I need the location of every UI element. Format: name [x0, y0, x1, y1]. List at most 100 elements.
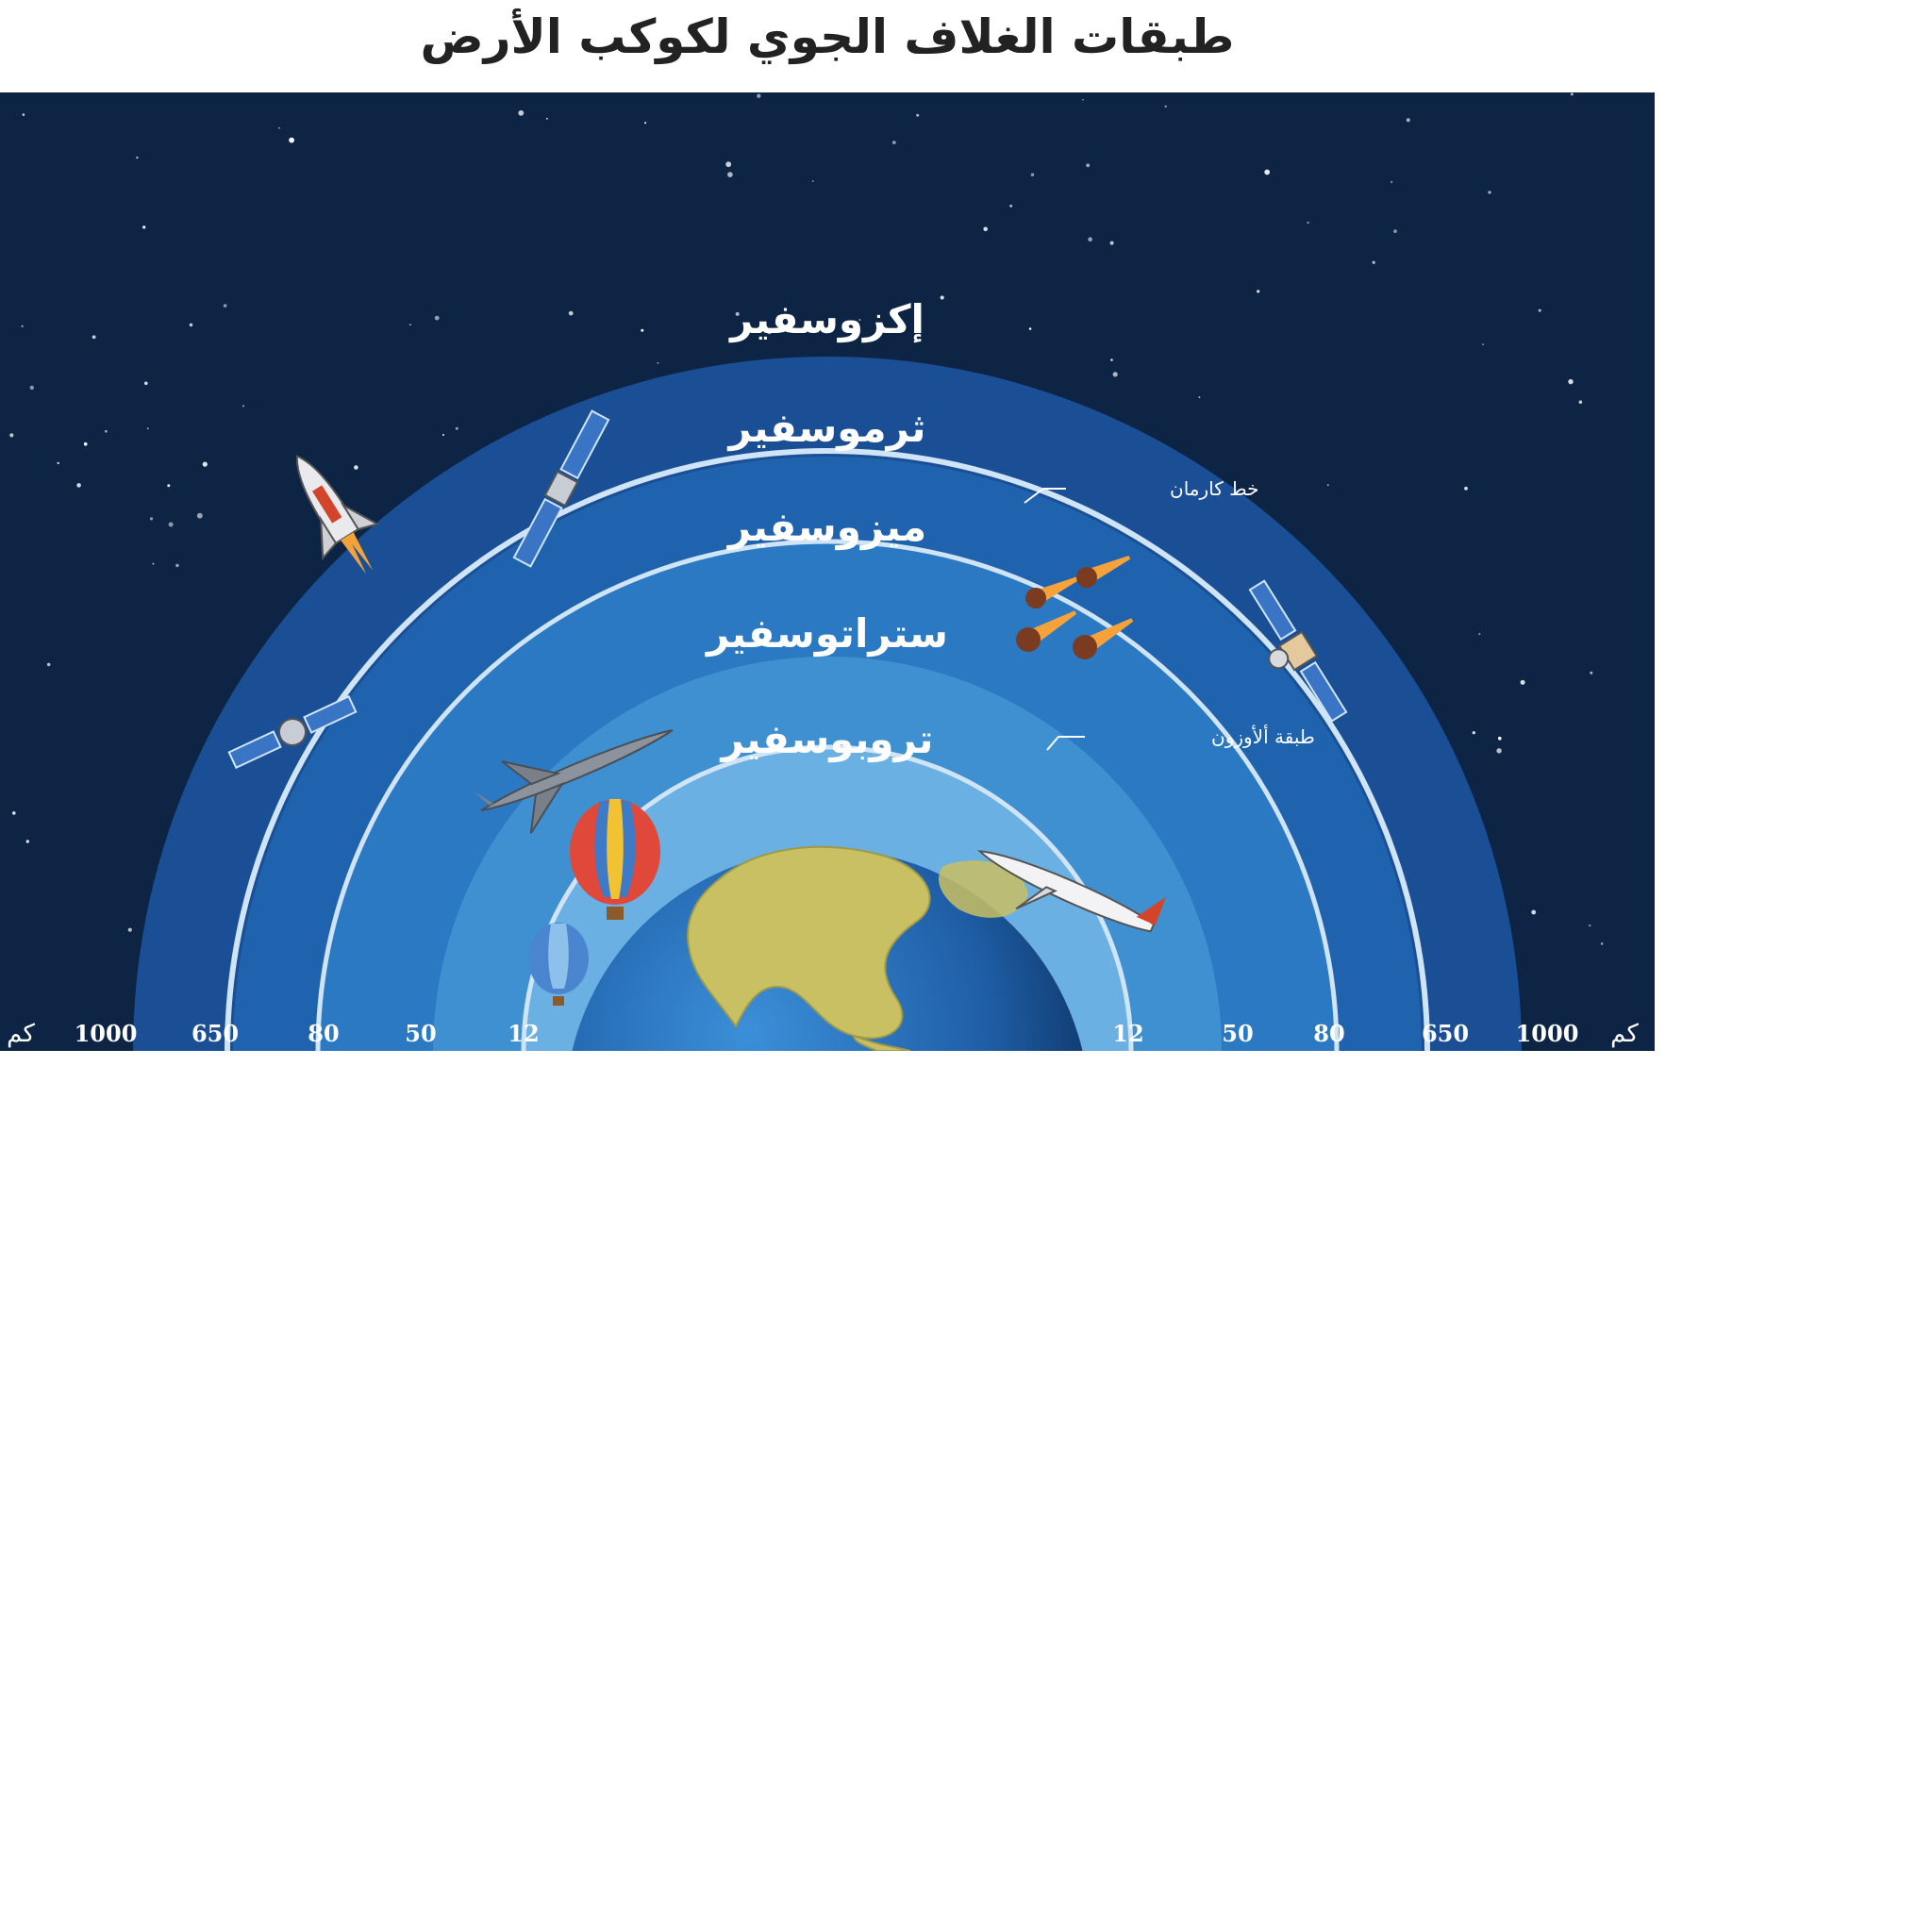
- star-icon: [1082, 99, 1084, 101]
- star-icon: [46, 662, 51, 667]
- troposphere-label: تروبوسفير: [720, 716, 934, 763]
- star-icon: [442, 434, 444, 436]
- star-icon: [202, 461, 208, 467]
- star-icon: [29, 385, 34, 391]
- star-icon: [1498, 736, 1502, 741]
- scale-right-650: 650: [1422, 1020, 1469, 1047]
- star-icon: [940, 295, 944, 300]
- star-icon: [1538, 308, 1541, 312]
- mesosphere-label: ميزوسفير: [726, 504, 926, 551]
- ozone-layer-leader: [1046, 736, 1059, 751]
- hot-air-balloon-icon: [570, 799, 660, 920]
- star-icon: [1496, 748, 1502, 754]
- star-icon: [136, 156, 139, 159]
- star-icon: [167, 484, 171, 488]
- star-icon: [1464, 486, 1468, 491]
- star-icon: [1578, 400, 1583, 405]
- meteor-icon: [1016, 610, 1077, 652]
- star-icon: [105, 429, 108, 433]
- star-icon: [168, 522, 174, 527]
- star-icon: [223, 304, 227, 308]
- continent-central-america: [852, 1034, 911, 1051]
- star-icon: [1488, 191, 1491, 194]
- scale-right-50: 50: [1222, 1020, 1253, 1047]
- satellite-icon: [512, 409, 610, 568]
- star-icon: [766, 329, 772, 335]
- meteor-icon: [1076, 556, 1131, 588]
- star-icon: [189, 323, 193, 327]
- fighter-jet-icon: [473, 729, 674, 834]
- continent-greenland: [939, 860, 1028, 918]
- star-icon: [1326, 484, 1329, 487]
- star-icon: [289, 137, 294, 143]
- ozone-layer-label: طبقة ألأوزون: [1211, 724, 1315, 748]
- star-icon: [858, 319, 861, 321]
- exosphere-label: إكزوسفير: [728, 296, 924, 343]
- scale-left-12: 12: [508, 1020, 539, 1047]
- scale-left-50: 50: [405, 1020, 436, 1047]
- star-icon: [657, 361, 659, 364]
- star-icon: [142, 225, 146, 229]
- star-icon: [568, 310, 574, 316]
- star-icon: [725, 161, 732, 168]
- star-icon: [1600, 942, 1604, 945]
- scale-right-80: 80: [1313, 1020, 1344, 1047]
- continent-north-america: [687, 845, 931, 1040]
- star-icon: [455, 426, 458, 430]
- star-icon: [21, 325, 24, 327]
- star-icon: [354, 465, 358, 470]
- star-icon: [518, 109, 525, 116]
- star-icon: [1198, 396, 1201, 398]
- star-icon: [152, 562, 155, 565]
- star-icon: [1393, 229, 1397, 234]
- star-icon: [892, 141, 896, 144]
- karman-line-label: خط كارمان: [1170, 477, 1258, 500]
- star-icon: [644, 122, 647, 125]
- star-icon: [1520, 679, 1525, 685]
- star-icon: [242, 405, 244, 408]
- star-icon: [983, 226, 988, 232]
- star-icon: [1009, 204, 1013, 208]
- star-icon: [1391, 180, 1393, 183]
- star-icon: [25, 840, 29, 843]
- space-shuttle-icon: [295, 455, 380, 575]
- star-icon: [9, 433, 14, 438]
- star-icon: [1531, 909, 1537, 915]
- atmosphere-diagram: إكزوسفير ثرموسفير ميزوسفير ستراتوسفير تر…: [0, 92, 1655, 1051]
- star-icon: [1086, 163, 1091, 168]
- star-icon: [146, 427, 149, 430]
- star-icon: [1109, 241, 1114, 245]
- star-icon: [1164, 105, 1167, 108]
- star-icon: [57, 461, 59, 465]
- star-icon: [1257, 290, 1260, 293]
- star-icon: [1570, 92, 1574, 96]
- star-icon: [1030, 173, 1035, 176]
- airliner-icon: [976, 850, 1166, 933]
- star-icon: [76, 483, 81, 488]
- exosphere-thermosphere-boundary: [225, 448, 1430, 1051]
- star-icon: [735, 311, 740, 316]
- scale-unit-right: كم: [1610, 1020, 1639, 1048]
- altitude-scale: كم 1000 650 80 50 12 12 50 80 650 1000 ك…: [7, 1020, 1639, 1048]
- star-icon: [1307, 221, 1309, 225]
- star-icon: [812, 180, 814, 182]
- meteor-icon: [1025, 576, 1080, 608]
- star-icon: [776, 315, 781, 320]
- star-icon: [149, 517, 154, 521]
- scale-left-650: 650: [192, 1020, 239, 1047]
- star-icon: [1590, 671, 1593, 675]
- star-icon: [92, 335, 96, 340]
- star-icon: [83, 441, 88, 446]
- karman-line-leader: [1024, 488, 1044, 504]
- star-icon: [175, 563, 179, 568]
- scale-left-1000: 1000: [75, 1020, 138, 1047]
- star-icon: [434, 315, 440, 321]
- star-icon: [1482, 343, 1484, 345]
- star-icon: [1589, 924, 1591, 927]
- meteor-icon: [1073, 618, 1134, 659]
- earth: [572, 845, 1083, 1051]
- scale-unit-left: كم: [7, 1020, 35, 1048]
- star-icon: [22, 113, 25, 116]
- star-icon: [1568, 378, 1574, 385]
- star-icon: [277, 126, 280, 129]
